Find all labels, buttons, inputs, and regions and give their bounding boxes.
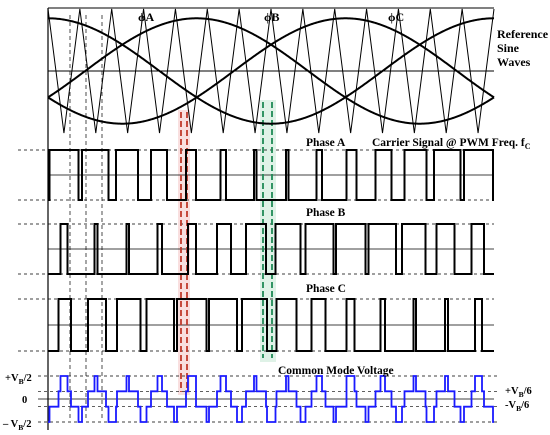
phase-b-label: Phase B [306,207,346,219]
carrier-signal-label: Carrier Signal @ PWM Freq. fC [372,137,531,151]
plus-vb-sixth-label: +VB/6 [505,386,532,399]
phase-b-pulse-train [48,223,494,275]
zero-level-label: 0 [22,395,27,406]
common-mode-trace [48,375,494,423]
phase-c-sine-label: ϕC [388,10,404,24]
minus-vb-sixth-label: -VB/6 [505,400,529,413]
marker-lines [69,15,273,420]
reference-label-line3: Waves [497,55,531,69]
reference-label-line1: Reference [497,27,549,41]
carrier-triangle [47,8,495,134]
carrier-triangle-wave [47,8,495,134]
phase-a-pulse-train [48,149,494,201]
phase-c-sine [47,17,495,125]
phase-pulse-trains [48,149,494,352]
phase-c-label: Phase C [306,283,346,295]
phase-c-pulse-train [48,298,494,352]
guide-lines [18,149,500,423]
common-mode-voltage-trace [48,375,494,423]
reference-sine-waves [47,17,495,125]
minus-vb-half-label: – VB/2 [2,419,31,432]
plus-vb-half-label: +VB/2 [5,373,32,386]
common-mode-label: Common Mode Voltage [278,365,394,377]
reference-label-line2: Sine [497,41,520,55]
phase-a-sine-label: ϕA [138,10,154,24]
phase-b-sine-label: ϕB [264,10,280,24]
phase-a-label: Phase A [306,137,346,149]
